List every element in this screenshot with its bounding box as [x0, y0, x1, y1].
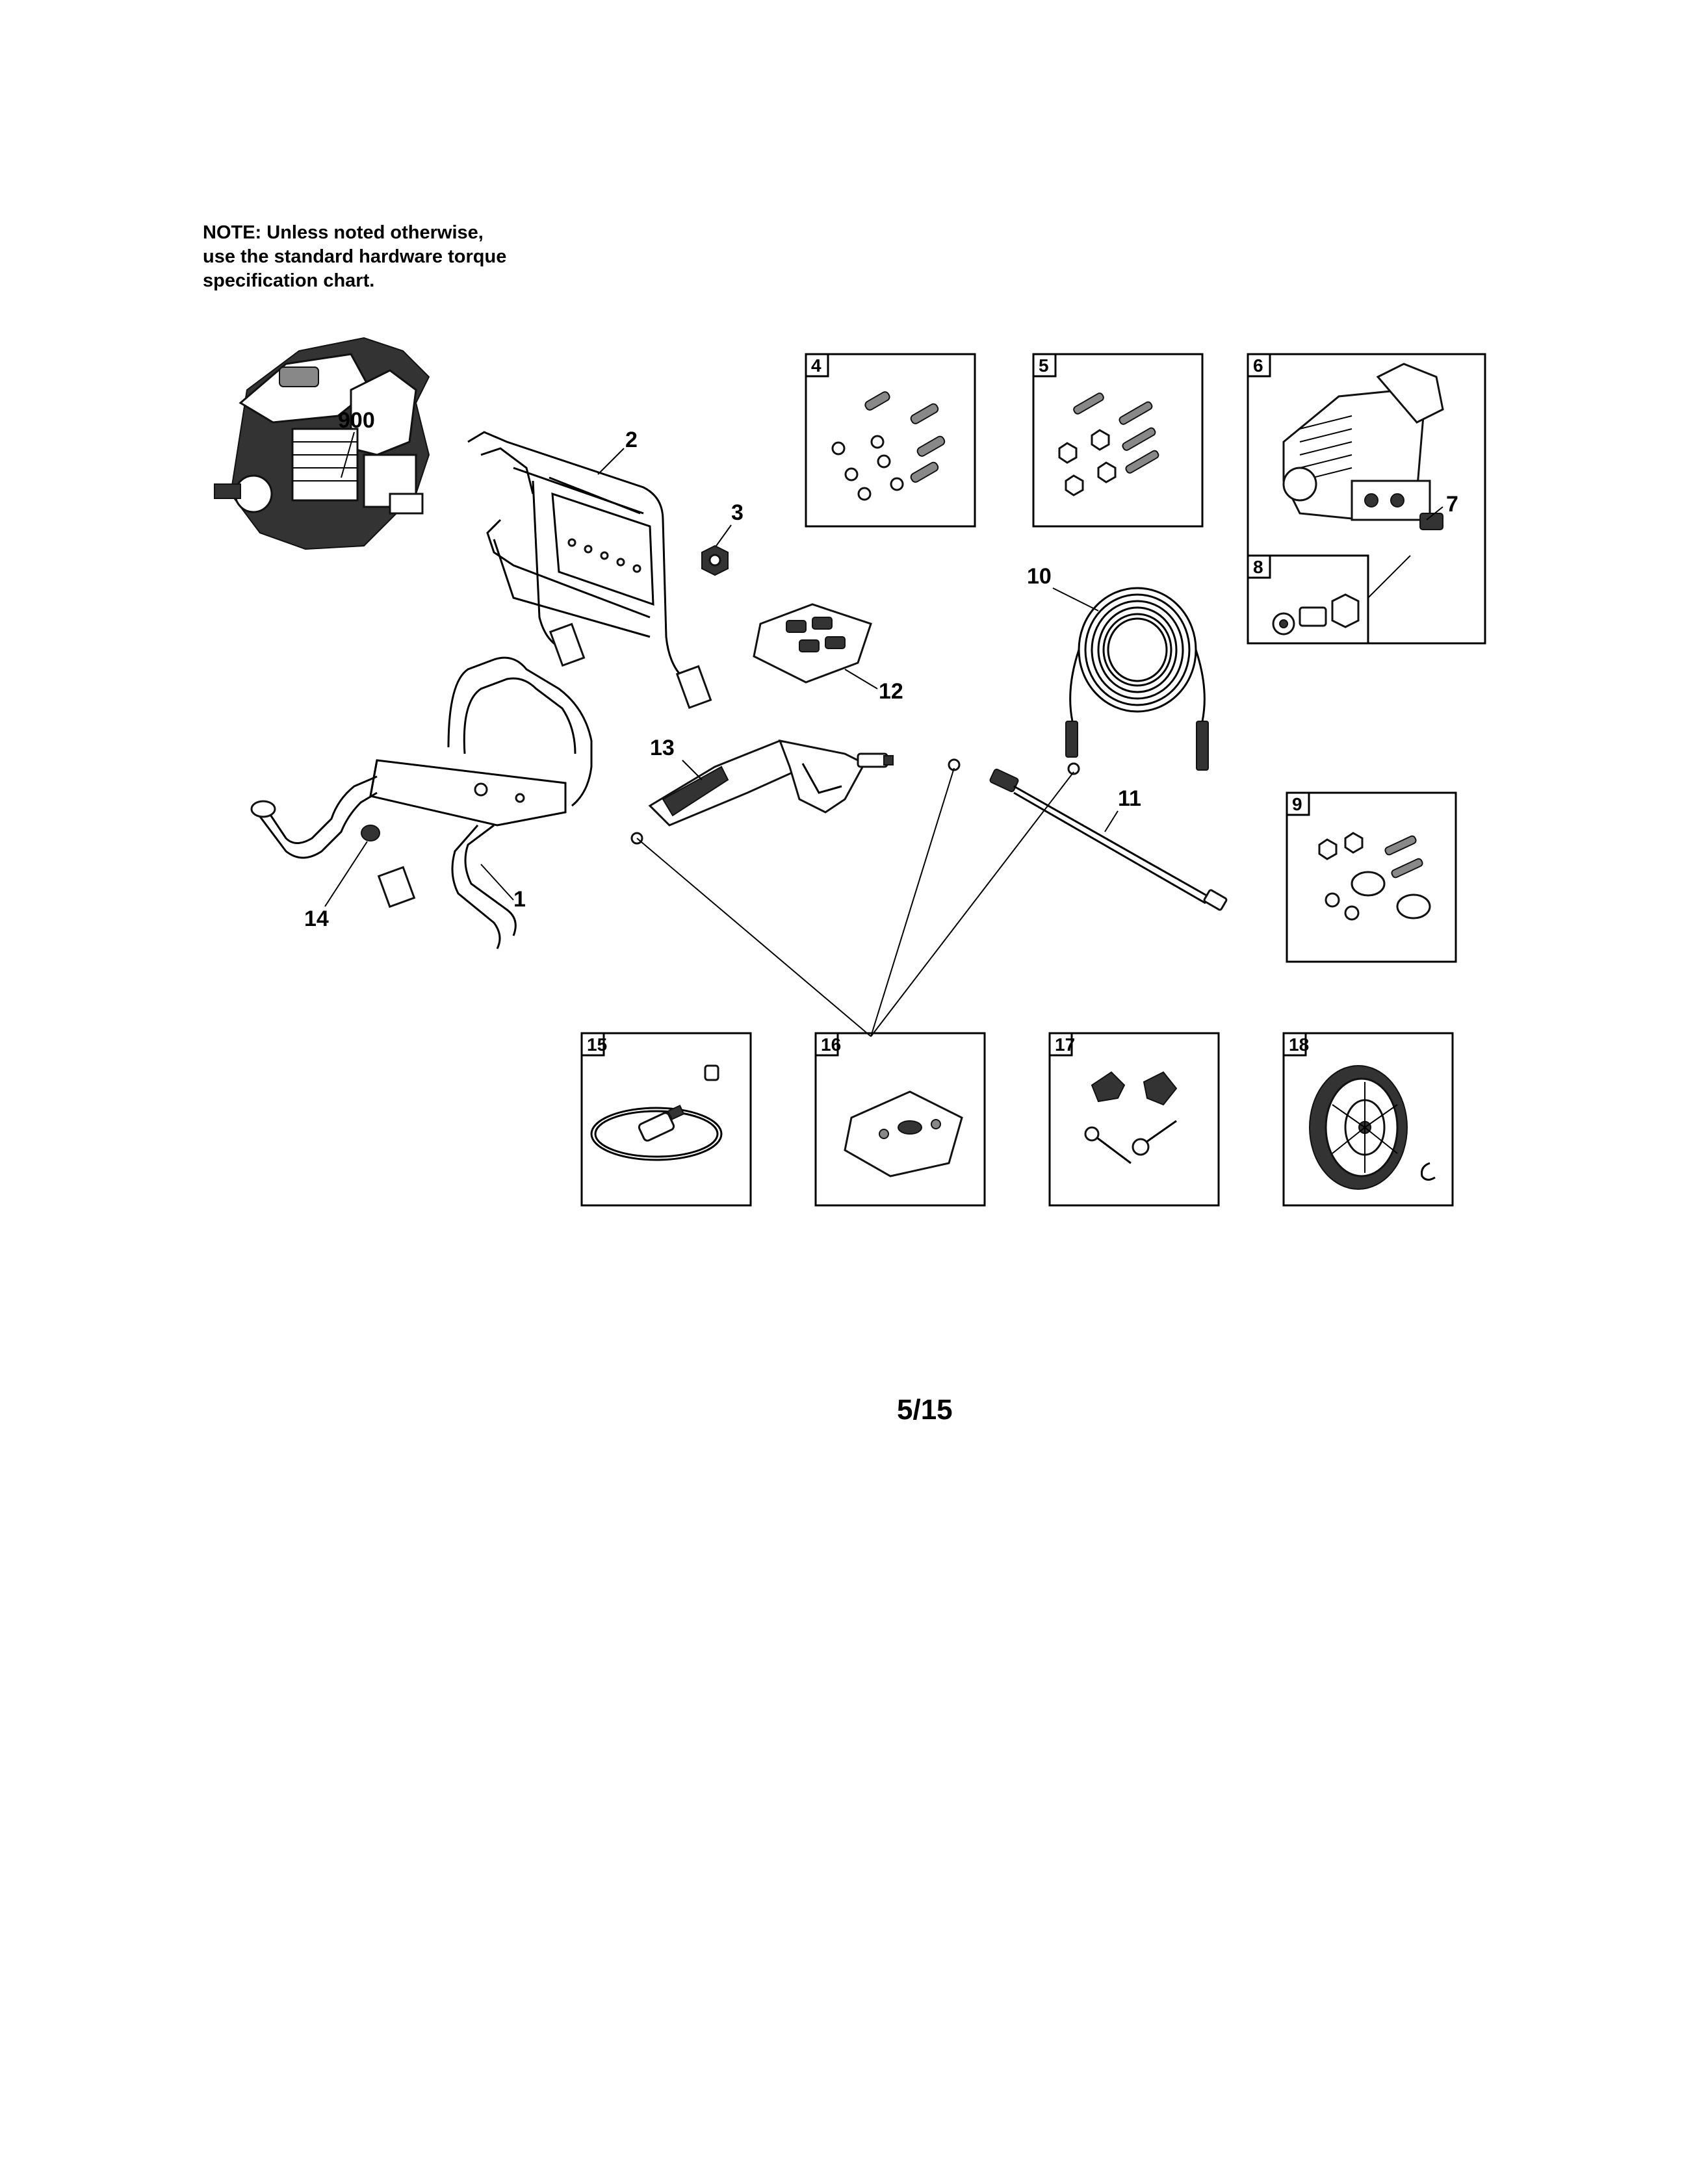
lance-illustration	[948, 758, 1228, 911]
box-16-number: 16	[821, 1034, 841, 1055]
leader-16-a	[636, 838, 872, 1037]
box-6: 6	[1247, 353, 1486, 645]
box-15-number: 15	[587, 1034, 607, 1055]
callout-2: 2	[625, 428, 638, 452]
box-4: 4	[805, 353, 976, 528]
leader-14	[324, 841, 368, 907]
leader-3	[716, 524, 732, 546]
callout-3: 3	[731, 500, 744, 525]
leader-12	[844, 669, 878, 689]
box-8-number: 8	[1253, 557, 1263, 577]
nut-illustration	[701, 545, 729, 576]
callout-14: 14	[304, 906, 329, 931]
note-line-3: specification chart.	[203, 270, 375, 291]
note-line-2: use the standard hardware torque	[203, 246, 507, 267]
box-16: 16	[814, 1032, 986, 1207]
callout-12: 12	[879, 679, 903, 704]
page-number: 5/15	[897, 1394, 953, 1426]
box-17-number: 17	[1055, 1034, 1075, 1055]
box-6-number: 6	[1253, 355, 1263, 376]
leader-11	[1104, 810, 1119, 832]
box-4-number: 4	[811, 355, 822, 376]
box-17: 17	[1048, 1032, 1220, 1207]
box-9: 9	[1286, 791, 1457, 963]
handle-illustration	[467, 431, 712, 710]
leader-7	[1426, 506, 1443, 520]
box-8: 8	[1247, 554, 1411, 645]
leader-16-c	[870, 771, 1074, 1037]
box-5-number: 5	[1039, 355, 1049, 376]
box-5: 5	[1032, 353, 1204, 528]
callout-13: 13	[650, 736, 675, 760]
leader-1	[480, 864, 514, 901]
box-9-number: 9	[1292, 794, 1302, 814]
note-line-1: NOTE: Unless noted otherwise,	[203, 222, 484, 243]
hose-illustration	[1065, 587, 1209, 771]
callout-10: 10	[1027, 564, 1052, 589]
leader-13	[682, 760, 703, 780]
engine-illustration	[214, 337, 430, 550]
box-15: 15	[580, 1032, 752, 1207]
leader-900	[341, 431, 355, 478]
callout-11: 11	[1118, 786, 1141, 811]
box-18: 18	[1282, 1032, 1454, 1207]
callout-7: 7	[1446, 492, 1458, 517]
torque-note: NOTE: Unless noted otherwise, use the st…	[203, 221, 671, 293]
leader-2	[597, 448, 625, 475]
callout-1: 1	[513, 887, 526, 912]
leader-16-b	[870, 767, 955, 1037]
box-18-number: 18	[1289, 1034, 1309, 1055]
leader-10	[1052, 587, 1099, 611]
foot-cap-illustration	[361, 825, 380, 841]
callout-900: 900	[338, 408, 375, 433]
frame-illustration	[250, 656, 593, 949]
nozzle-kit-illustration	[753, 603, 872, 684]
